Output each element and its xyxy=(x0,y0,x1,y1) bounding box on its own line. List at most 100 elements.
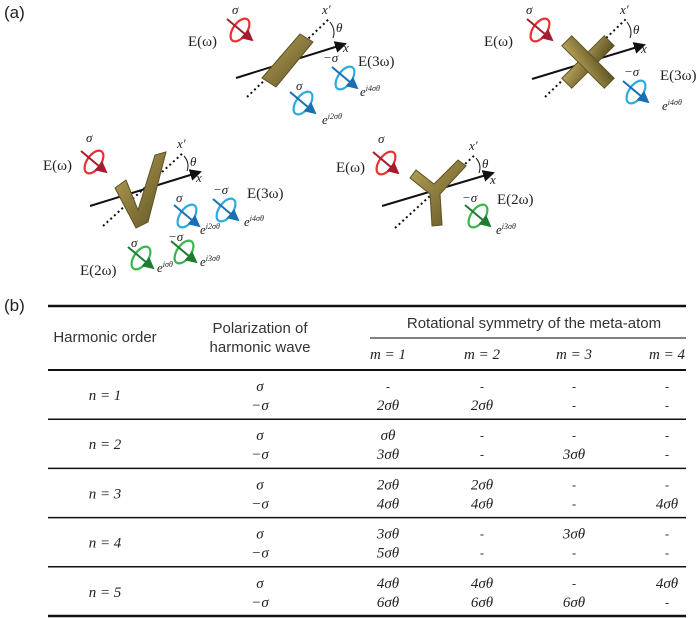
wave-pol-label: σ xyxy=(296,78,303,93)
x-prime-axis xyxy=(246,17,331,98)
phase-value-cell: - xyxy=(480,379,484,394)
phase-value-cell: 4σθ xyxy=(471,496,494,512)
phase-value-cell: - xyxy=(665,546,669,561)
phase-value-cell: σθ xyxy=(381,428,396,444)
theta-arc xyxy=(626,21,632,39)
phase-value-cell: 5σθ xyxy=(377,546,400,562)
harmonic-wave-icon xyxy=(174,201,200,230)
polarization-cell: −σ xyxy=(251,447,269,463)
x-prime-label: x′ xyxy=(619,2,629,17)
incident-wave-icon xyxy=(81,147,107,176)
cross-meta-atom-shape xyxy=(561,35,615,89)
phase-value-cell: - xyxy=(480,447,484,462)
phase-label: ei4σθ xyxy=(244,214,264,229)
phase-label: ei2σθ xyxy=(200,222,220,237)
phase-value-cell: 2σθ xyxy=(377,477,400,493)
harmonic-order-cell: n = 1 xyxy=(89,388,122,404)
third-harmonic-wave-icon xyxy=(332,63,358,92)
phase-value-cell: - xyxy=(572,477,576,492)
phase-value-cell: - xyxy=(480,428,484,443)
harmonic-wave-icon xyxy=(213,195,239,224)
l-meta-atom-shape xyxy=(114,151,167,229)
harmonic-order-cell: n = 4 xyxy=(89,536,122,552)
phase-value-cell: 3σθ xyxy=(562,527,586,543)
phase-value-cell: 4σθ xyxy=(656,496,679,512)
phase-value-cell: 3σθ xyxy=(376,527,400,543)
wave-pol-label: −σ xyxy=(213,182,229,197)
wave-pol-label: σ xyxy=(176,190,183,205)
x-label: x xyxy=(640,41,647,56)
panel-b-label: (b) xyxy=(4,296,25,315)
theta-label: θ xyxy=(190,154,197,169)
bar-meta-atom-shape xyxy=(261,33,314,88)
phase-value-cell: - xyxy=(572,576,576,591)
phase-label: ei4σθ xyxy=(662,98,682,113)
header-m1: m = 1 xyxy=(370,347,406,363)
header-m4: m = 4 xyxy=(649,347,685,363)
theta-label: θ xyxy=(633,22,640,37)
phase-label: ei3σθ xyxy=(200,254,220,269)
incident-field-label: E(ω) xyxy=(484,34,513,50)
polarization-cell: σ xyxy=(256,428,264,444)
phase-value-cell: 2σθ xyxy=(471,398,494,414)
panel-y-meta-atom: x′ θ x E(ω) σ −σ E(2ω) ei3σθ xyxy=(336,131,534,237)
phase-value-cell: - xyxy=(572,546,576,561)
phase-value-cell: 4σθ xyxy=(377,496,400,512)
phase-value-cell: 6σθ xyxy=(563,595,586,611)
third-harmonic-wave-icon xyxy=(290,88,316,117)
x-label: x xyxy=(489,172,496,187)
phase-value-cell: 4σθ xyxy=(471,576,494,592)
phase-label: eiσθ xyxy=(157,260,173,275)
phase-value-cell: 2σθ xyxy=(377,398,400,414)
x-prime-label: x′ xyxy=(468,138,478,153)
harmonic-order-cell: n = 5 xyxy=(89,585,122,601)
phase-value-cell: - xyxy=(665,428,669,443)
wave-pol-label: −σ xyxy=(168,229,184,244)
phase-value-cell: - xyxy=(480,546,484,561)
incident-pol-label: σ xyxy=(86,130,93,145)
phase-value-cell: - xyxy=(572,379,576,394)
header-rotational-symmetry: Rotational symmetry of the meta-atom xyxy=(407,315,661,332)
incident-field-label: E(ω) xyxy=(43,158,72,174)
wave-pol-label: σ xyxy=(131,235,138,250)
theta-arc xyxy=(475,157,481,174)
wave-pol-label: −σ xyxy=(462,190,478,205)
panel-bar-meta-atom: x′ θ x E(ω) σ −σ E(3ω) ei4σθ σ ei2σθ xyxy=(188,2,395,127)
phase-label: ei2σθ xyxy=(322,112,342,127)
phase-value-cell: - xyxy=(665,595,669,610)
incident-field-label: E(ω) xyxy=(188,34,217,50)
polarization-cell: −σ xyxy=(251,496,269,512)
harmonic-order-cell: n = 2 xyxy=(89,437,122,453)
wave-pol-label: −σ xyxy=(624,64,640,79)
incident-pol-label: σ xyxy=(378,131,385,146)
phase-value-cell: 6σθ xyxy=(377,595,400,611)
phase-value-cell: - xyxy=(665,527,669,542)
harmonic-order-cell: n = 3 xyxy=(89,486,122,502)
phase-value-cell: 3σθ xyxy=(376,447,400,463)
phase-value-cell: 4σθ xyxy=(377,576,400,592)
header-polarization-line2: harmonic wave xyxy=(210,339,311,356)
polarization-cell: σ xyxy=(256,379,264,395)
second-harmonic-wave-icon xyxy=(465,201,491,230)
phase-value-cell: - xyxy=(572,496,576,511)
x-prime-label: x′ xyxy=(176,136,186,151)
wave-field-label: E(2ω) xyxy=(80,263,117,279)
wave-field-label: E(2ω) xyxy=(497,192,534,208)
phase-value-cell: 3σθ xyxy=(562,447,586,463)
panel-l-meta-atom: x′ θ x E(ω) σ σ ei2σθ −σ E(3ω) ei4σθ σ E… xyxy=(43,130,284,279)
incident-pol-label: σ xyxy=(526,2,533,17)
phase-value-cell: - xyxy=(665,447,669,462)
phase-value-cell: - xyxy=(480,527,484,542)
incident-field-label: E(ω) xyxy=(336,160,365,176)
panel-a-label: (a) xyxy=(4,3,25,22)
phase-value-cell: 4σθ xyxy=(656,576,679,592)
header-m3: m = 3 xyxy=(556,347,592,363)
polarization-cell: −σ xyxy=(251,398,269,414)
phase-value-cell: 2σθ xyxy=(471,477,494,493)
phase-value-cell: - xyxy=(665,398,669,413)
wave-pol-label: −σ xyxy=(323,50,339,65)
polarization-cell: σ xyxy=(256,477,264,493)
wave-field-label: E(3ω) xyxy=(358,54,395,70)
polarization-cell: σ xyxy=(256,527,264,543)
